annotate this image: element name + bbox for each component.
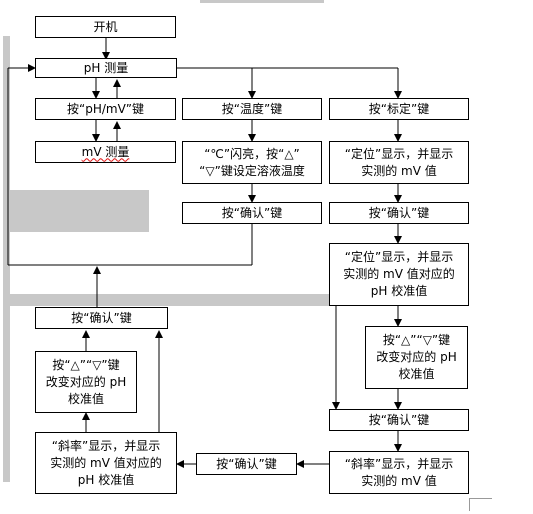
slope-ph-line-2: 实测的 mV 值对应的 [50,455,162,470]
temp-key-box: 按“温度”键 [182,98,322,120]
slope-show-box: “斜率”显示，并显示 实测的 mV 值 [329,451,469,494]
slope-show-line-2: 实测的 mV 值 [361,473,437,488]
temp-set-line-1: “℃”闪亮，按“△” [204,146,300,161]
confirm-key-2-label: 按“确认”键 [368,205,430,220]
power-on-box: 开机 [35,16,176,38]
slope-show-line-1: “斜率”显示，并显示 [344,456,454,471]
slope-ph-box: “斜率”显示，并显示 实测的 mV 值对应的 pH 校准值 [35,432,177,494]
adjust-ph-left-box: 按“△”“▽”键 改变对应的 pH 校准值 [35,351,137,413]
adjust-ph-left-line-1: 按“△”“▽”键 [52,357,120,372]
confirm-key-4-label: 按“确认”键 [216,456,277,471]
temp-set-line-2: “▽”键设定溶液温度 [199,163,305,178]
slope-ph-line-3: pH 校准值 [77,472,135,487]
lower-gray-band [10,294,348,306]
confirm-key-1-box: 按“确认”键 [182,202,322,224]
ph-measure-box: pH 测量 [35,58,177,78]
calib-key-box: 按“标定”键 [329,98,469,120]
ph-mv-key-box: 按“pH/mV”键 [35,98,176,120]
adjust-ph-right-line-3: 校准值 [398,367,435,381]
locate-show-box: “定位”显示，并显示 实测的 mV 值 [329,141,469,184]
temp-key-label: 按“温度”键 [221,101,283,116]
adjust-ph-right-line-2: 改变对应的 pH [376,350,457,364]
confirm-key-3-label: 按“确认”键 [368,412,430,427]
confirm-key-2-box: 按“确认”键 [329,202,469,224]
ph-measure-label: pH 测量 [83,60,129,75]
ph-mv-key-label: 按“pH/mV”键 [66,101,145,116]
calib-key-label: 按“标定”键 [368,101,430,116]
confirm-key-4-box: 按“确认”键 [196,453,297,475]
mv-measure-label: mV 测量 [81,144,130,159]
adjust-ph-left-line-2: 改变对应的 pH [45,374,127,389]
temp-set-box: “℃”闪亮，按“△” “▽”键设定溶液温度 [182,141,322,184]
confirm-key-1-label: 按“确认”键 [221,205,283,220]
confirm-key-3-box: 按“确认”键 [329,409,469,431]
locate-show-line-1: “定位”显示，并显示 [344,146,454,161]
adjust-ph-left-line-3: 校准值 [67,391,104,406]
left-gray-bar [3,36,10,482]
power-on-label: 开机 [93,19,118,34]
confirm-key-5-label: 按“确认”键 [71,310,132,325]
locate-ph-line-3: pH 校准值 [370,284,428,298]
locate-ph-line-2: 实测的 mV 值对应的 [343,267,455,281]
adjust-ph-right-box: 按“△”“▽”键 改变对应的 pH 校准值 [365,326,468,389]
confirm-key-5-box: 按“确认”键 [35,307,168,329]
mv-measure-box: mV 测量 [35,141,176,163]
locate-ph-box: “定位”显示，并显示 实测的 mV 值对应的 pH 校准值 [329,243,469,306]
slope-ph-line-1: “斜率”显示，并显示 [51,438,161,453]
adjust-ph-right-line-1: 按“△”“▽”键 [382,333,451,347]
locate-show-line-2: 实测的 mV 值 [361,163,437,178]
middle-gray-band [10,190,149,232]
top-gray-bar [200,0,324,3]
locate-ph-line-1: “定位”显示，并显示 [344,250,454,264]
corner-mark [469,498,492,511]
